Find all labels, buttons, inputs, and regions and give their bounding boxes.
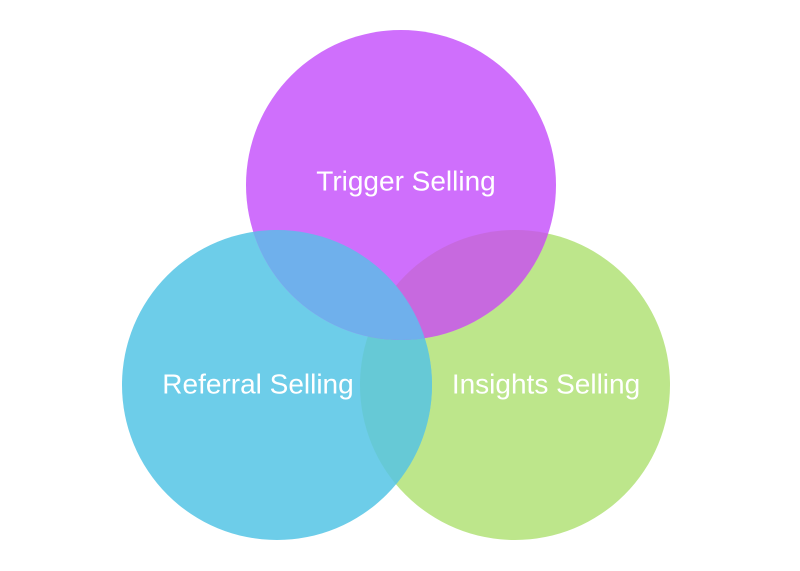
insights-selling-label: Insights Selling <box>452 368 640 399</box>
referral-selling-label: Referral Selling <box>162 368 353 399</box>
overlap-trigger-insights <box>360 230 556 340</box>
trigger-selling-label: Trigger Selling <box>316 165 495 196</box>
overlap-trigger-referral <box>246 230 432 340</box>
